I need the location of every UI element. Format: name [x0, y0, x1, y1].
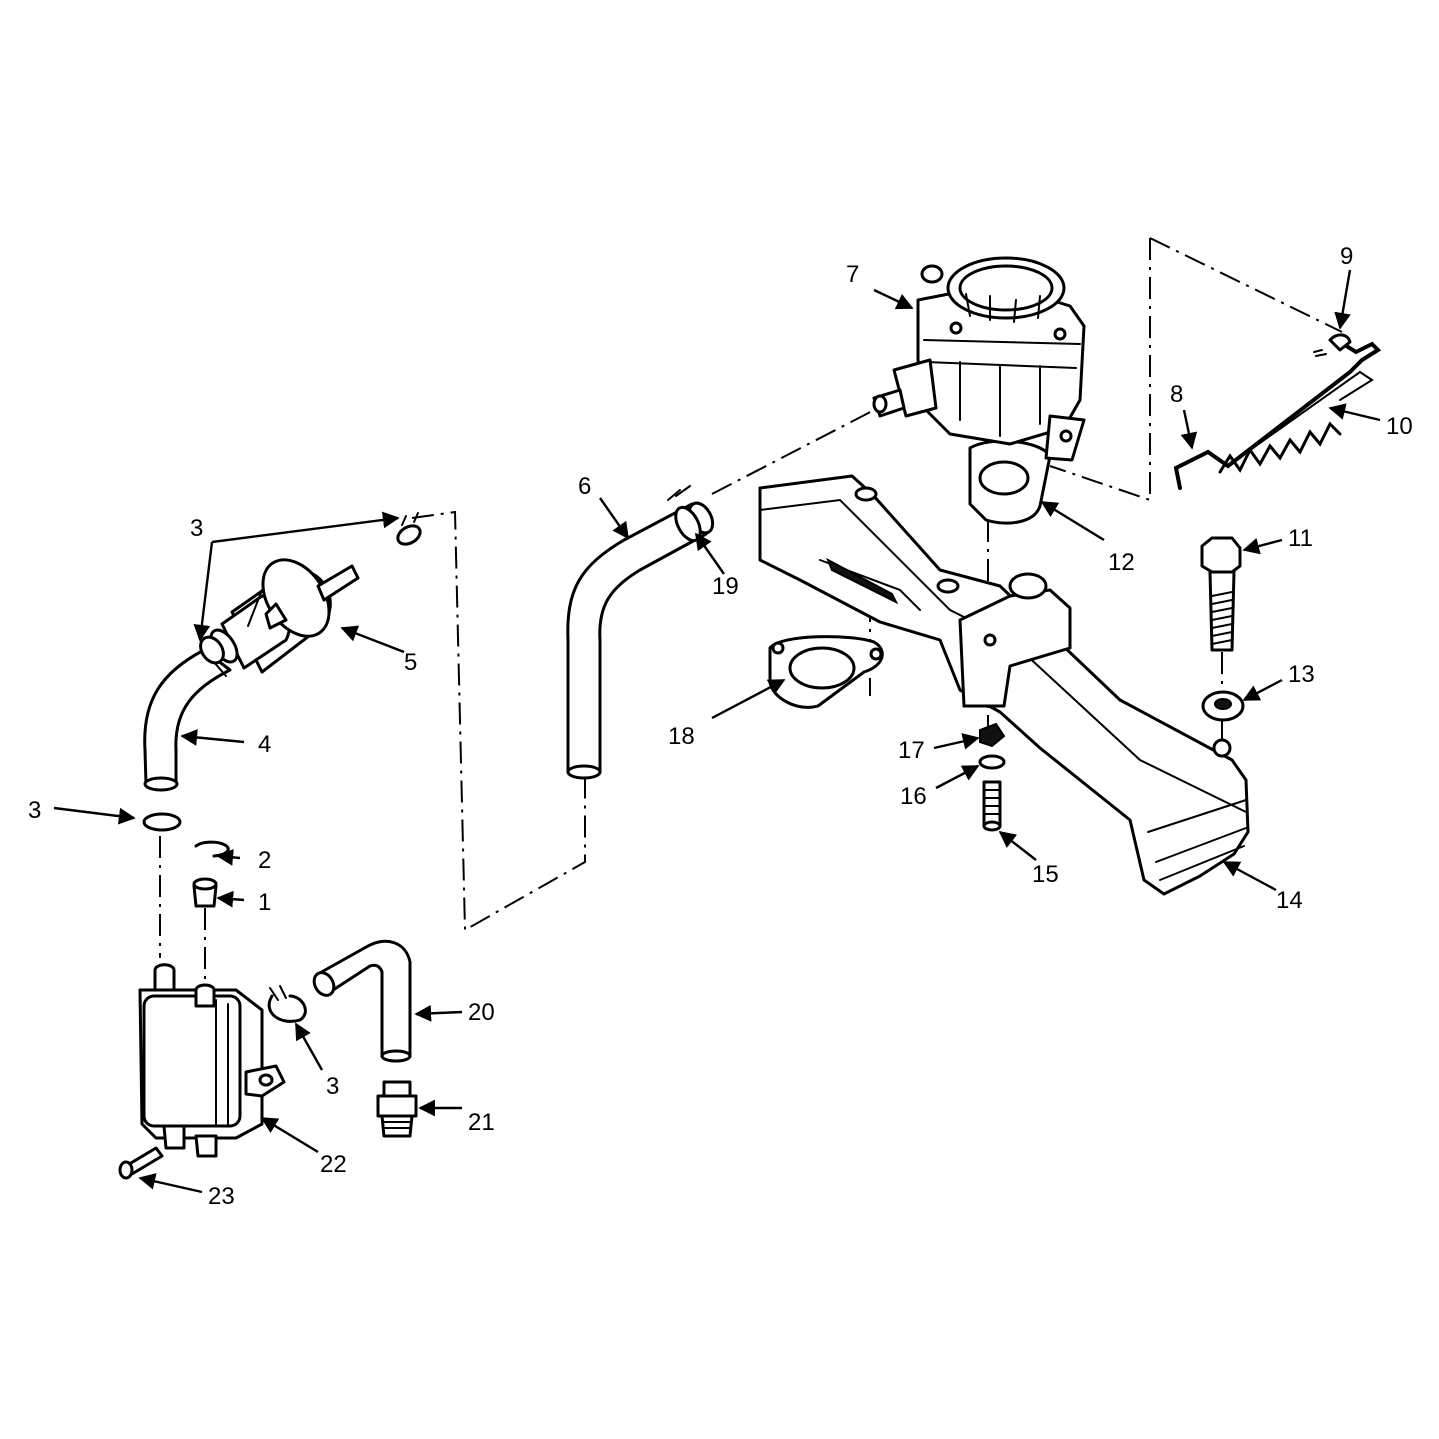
callout-17: 17 [898, 737, 925, 764]
callout-3-lower: 3 [28, 797, 41, 824]
stud-nut [979, 722, 1006, 748]
rod-clip [1313, 333, 1352, 357]
hose-clamp-19 [667, 485, 702, 543]
hose-fitting [376, 1080, 418, 1138]
callout-14: 14 [1276, 887, 1303, 914]
callout-11: 11 [1288, 525, 1313, 552]
callout-5: 5 [404, 649, 417, 676]
callout-21: 21 [468, 1109, 495, 1136]
callout-3-pump: 3 [326, 1073, 339, 1100]
callout-2: 2 [258, 847, 271, 874]
leader-lines [53, 269, 1381, 1194]
retaining-ring [194, 840, 230, 858]
return-hose [312, 939, 412, 1063]
callout-3-filter: 3 [190, 515, 203, 542]
callout-13: 13 [1288, 661, 1315, 688]
callout-12: 12 [1108, 549, 1135, 576]
hose-clamp-pump [267, 985, 307, 1023]
callout-22: 22 [320, 1151, 347, 1178]
fitting-cap [192, 877, 218, 908]
intake-manifold [758, 474, 1250, 896]
manifold-stud [982, 780, 1002, 832]
callout-19: 19 [712, 573, 739, 600]
manifold-gasket [768, 635, 884, 709]
stud-washer [978, 754, 1006, 770]
hose-clamp-lower [142, 812, 182, 832]
callout-10: 10 [1386, 413, 1413, 440]
carburetor-gasket [968, 439, 1052, 525]
manifold-bolt [1200, 536, 1242, 652]
pump-screw [118, 1146, 164, 1180]
callout-16: 16 [900, 783, 927, 810]
callout-labels: 1 2 3 3 3 4 5 6 7 8 9 10 11 12 13 14 15 … [28, 243, 1413, 1210]
bolt-washer [1201, 690, 1245, 722]
fuel-filter [209, 558, 360, 674]
callout-20: 20 [468, 999, 495, 1026]
callout-6: 6 [578, 473, 591, 500]
assembly-lines [159, 237, 1343, 982]
fuel-hose-elbow [143, 645, 232, 792]
fuel-pump [138, 963, 286, 1158]
callout-1: 1 [258, 889, 271, 916]
callout-7: 7 [846, 261, 859, 288]
callout-15: 15 [1032, 861, 1059, 888]
callout-9: 9 [1340, 243, 1353, 270]
carburetor [872, 256, 1086, 462]
callout-23: 23 [208, 1183, 235, 1210]
callout-8: 8 [1170, 381, 1183, 408]
hose-clamp-top [396, 512, 422, 546]
callout-4: 4 [258, 731, 271, 758]
throttle-link-rod [1173, 340, 1382, 490]
callout-18: 18 [668, 723, 695, 750]
return-spring [1218, 370, 1374, 474]
